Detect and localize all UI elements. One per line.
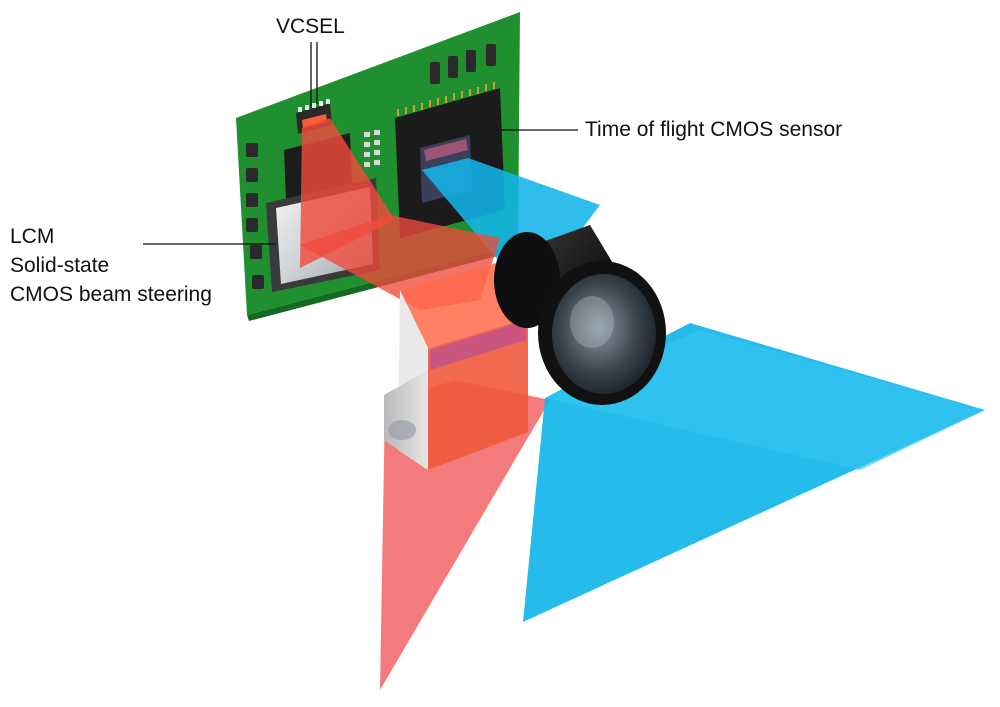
tof-sensor-label: Time of flight CMOS sensor: [585, 118, 843, 141]
lcm-label-line-1: LCM: [10, 225, 55, 248]
lcm-label: LCM Solid-state CMOS beam steering: [10, 222, 212, 309]
lcm-label-line-3: CMOS beam steering: [10, 283, 212, 306]
leader-lines: [143, 42, 578, 245]
lcm-label-line-2: Solid-state: [10, 254, 110, 277]
vcsel-label: VCSEL: [276, 15, 345, 38]
lens-barrel: [494, 225, 666, 405]
